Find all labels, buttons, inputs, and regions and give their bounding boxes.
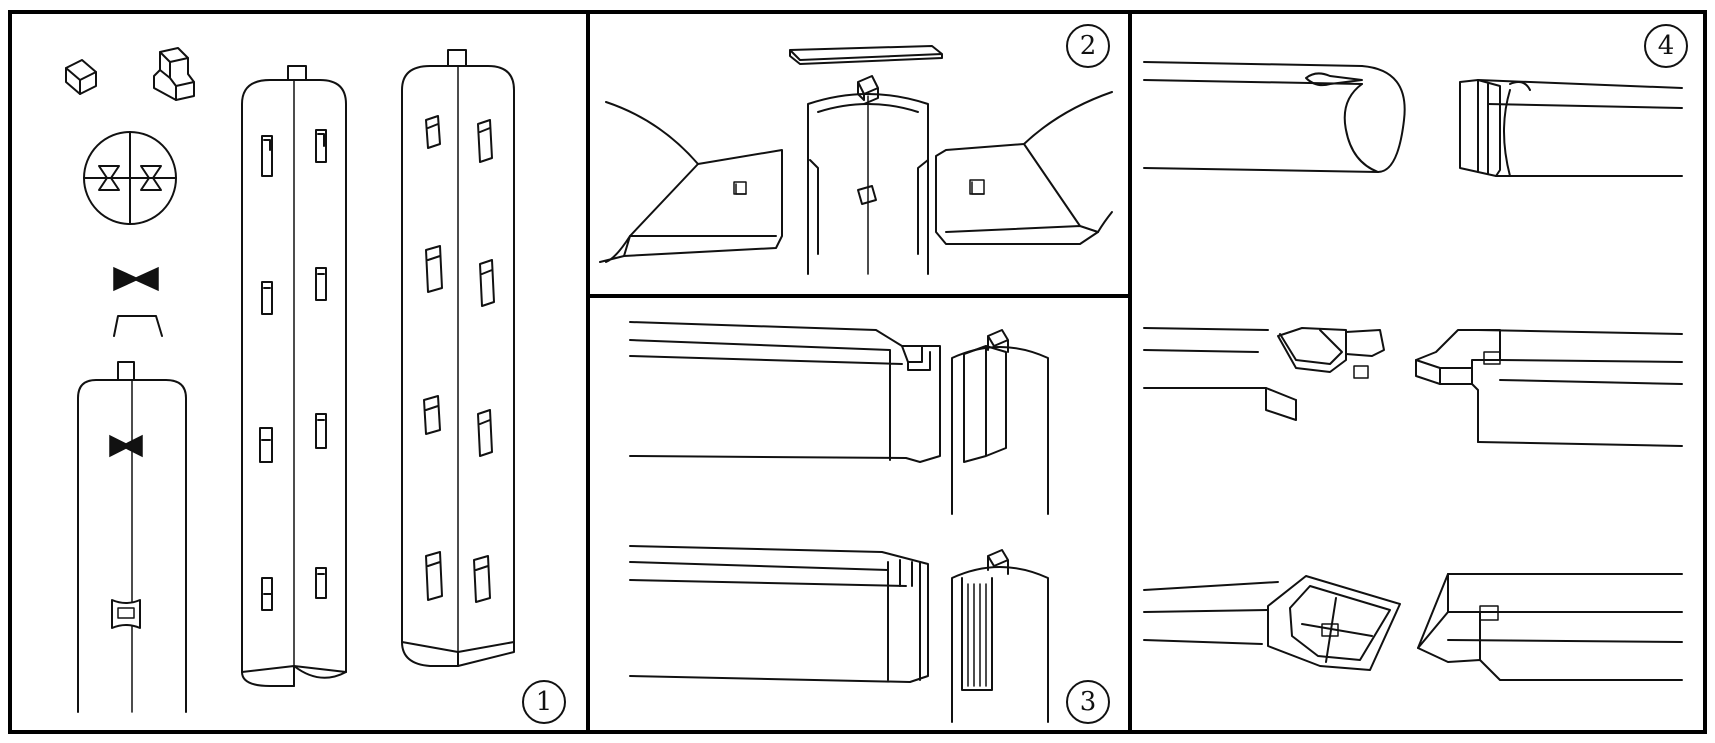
loose-key-bar: [789, 45, 943, 65]
left-beam-with-dovetail: [599, 101, 783, 263]
panel-1-drawings: [65, 47, 515, 713]
upper-post-with-slot: [951, 329, 1049, 515]
lap-joint-with-step-pocket: [1143, 327, 1385, 421]
panel-3-number-badge: 3: [1066, 680, 1110, 724]
right-beam-with-dovetail: [935, 91, 1113, 245]
panel-4-drawings: [1143, 61, 1683, 681]
round-beam-with-end-slot: [1143, 61, 1406, 173]
lap-joint-with-tongue: [1415, 329, 1683, 447]
central-post: [807, 75, 929, 275]
beam-with-saddle-notch: [1459, 79, 1683, 177]
butterfly-key: [113, 266, 159, 292]
cross-lap-tenon: [1417, 573, 1683, 681]
small-tenon-block: [65, 59, 97, 95]
column-with-butterfly-joint: [77, 361, 187, 713]
cross-lap-pocket: [1143, 575, 1401, 671]
panel-4-number-badge: 4: [1644, 24, 1688, 68]
round-section-with-butterfly-keys: [83, 131, 177, 225]
panel-2-drawings: [599, 45, 1113, 275]
panel-2-number-badge: 2: [1066, 24, 1110, 68]
figure-frame: [8, 10, 1707, 734]
upper-beam-with-tenon: [629, 321, 941, 463]
lower-post-with-grooves: [951, 549, 1049, 723]
panel-3-drawings: [629, 321, 1049, 723]
column-with-mortises: [241, 65, 347, 687]
panel-1-number-badge: 1: [522, 680, 566, 724]
lower-beam-with-stepped-tenon: [629, 545, 929, 683]
cap-profile-curve: [113, 315, 163, 337]
stepped-tenon-block: [153, 47, 195, 101]
column-with-angled-mortises: [401, 49, 515, 667]
